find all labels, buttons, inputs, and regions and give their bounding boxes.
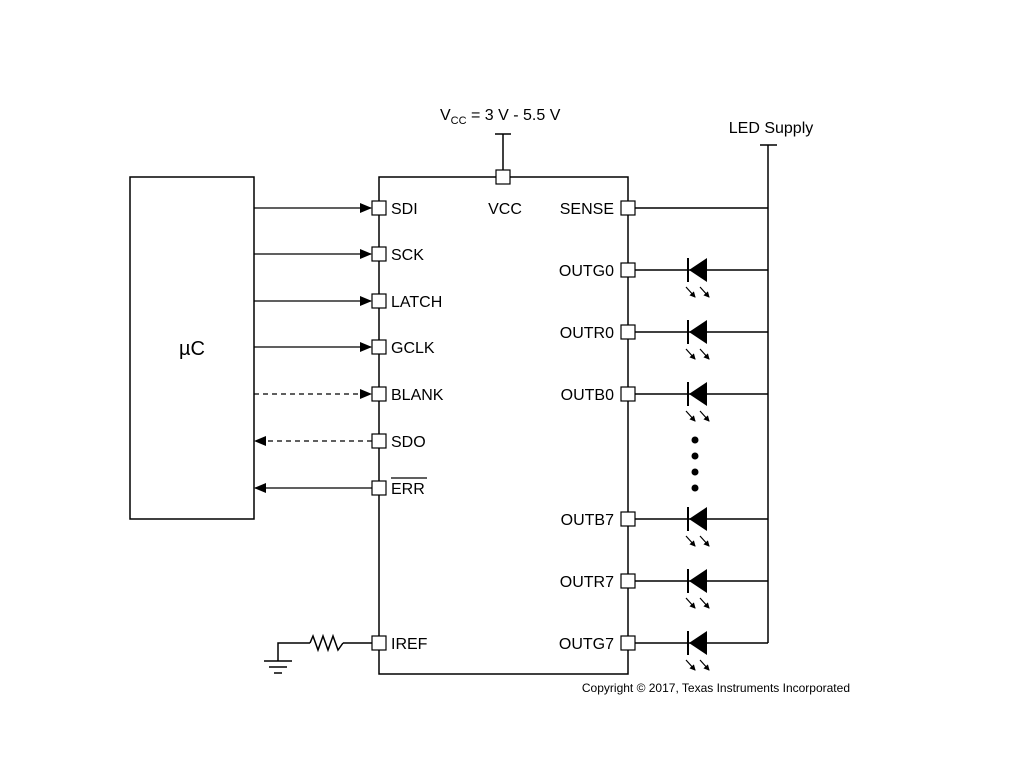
iref-pin (371, 635, 387, 651)
pin-label-outg0: OUTG0 (559, 263, 614, 280)
mcu-interface-signals: SDI SCK LATCH GCLK BLANK SDO ERR (254, 200, 444, 498)
pin-label-blank: BLANK (391, 387, 444, 404)
led-supply-rail: LED Supply (729, 120, 814, 643)
pin-outg7 (620, 635, 636, 651)
led-supply-label: LED Supply (729, 120, 814, 137)
vcc-pin (495, 169, 511, 185)
pin-sck (371, 246, 387, 262)
pin-label-sdo: SDO (391, 434, 426, 451)
led-icon (685, 320, 710, 360)
signal-err: ERR (254, 477, 427, 498)
pin-label-outr7: OUTR7 (560, 574, 614, 591)
iref-resistor (309, 633, 344, 653)
pin-label-outb0: OUTB0 (561, 387, 614, 404)
microcontroller-block (129, 176, 255, 520)
led-icon (685, 631, 710, 671)
vcc-subscript: CC (451, 115, 467, 127)
pin-outb7 (620, 511, 636, 527)
sense-pin-label: SENSE (560, 201, 614, 218)
pin-label-sck: SCK (391, 247, 424, 264)
vcc-pin-label: VCC (488, 201, 522, 218)
led-icon (685, 382, 710, 422)
iref-pin-label: IREF (391, 636, 428, 653)
sense-pin (620, 200, 636, 216)
led-icon (685, 569, 710, 609)
output-outr7: OUTR7 (560, 569, 768, 609)
pin-sdo (371, 433, 387, 449)
led-icon (685, 507, 710, 547)
pin-err (371, 480, 387, 496)
vcc-range-label: VCC = 3 V - 5.5 V (440, 107, 561, 127)
output-outr0: OUTR0 (560, 320, 768, 360)
sense-connection: SENSE (560, 200, 768, 218)
signal-gclk: GCLK (254, 339, 435, 357)
pin-sdi (371, 200, 387, 216)
copyright-notice: Copyright © 2017, Texas Instruments Inco… (582, 681, 850, 695)
vcc-symbol: V (440, 107, 451, 124)
output-outg7: OUTG7 (559, 631, 768, 671)
pin-label-outg7: OUTG7 (559, 636, 614, 653)
pin-outb0 (620, 386, 636, 402)
signal-latch: LATCH (254, 293, 442, 311)
signal-sdo: SDO (254, 433, 426, 451)
pin-outr7 (620, 573, 636, 589)
output-outg0: OUTG0 (559, 258, 768, 298)
pin-label-sdi: SDI (391, 201, 418, 218)
continuation-dots (691, 436, 699, 492)
led-icon (685, 258, 710, 298)
pin-label-outr0: OUTR0 (560, 325, 614, 342)
pin-label-outb7: OUTB7 (561, 512, 614, 529)
pin-latch (371, 293, 387, 309)
iref-connection: IREF (264, 633, 428, 674)
output-outb0: OUTB0 (561, 382, 768, 422)
pin-outr0 (620, 324, 636, 340)
pin-outg0 (620, 262, 636, 278)
signal-sdi: SDI (254, 200, 418, 218)
pin-blank (371, 386, 387, 402)
pin-gclk (371, 339, 387, 355)
vcc-range: = 3 V - 5.5 V (467, 107, 561, 124)
ground-icon (264, 660, 292, 674)
microcontroller-label: µC (179, 338, 205, 360)
vcc-supply: VCC = 3 V - 5.5 V VCC (440, 107, 561, 218)
pin-label-err: ERR (391, 481, 425, 498)
pin-label-gclk: GCLK (391, 340, 435, 357)
signal-blank: BLANK (254, 386, 444, 404)
output-outb7: OUTB7 (561, 507, 768, 547)
signal-sck: SCK (254, 246, 424, 264)
pin-label-latch: LATCH (391, 294, 442, 311)
